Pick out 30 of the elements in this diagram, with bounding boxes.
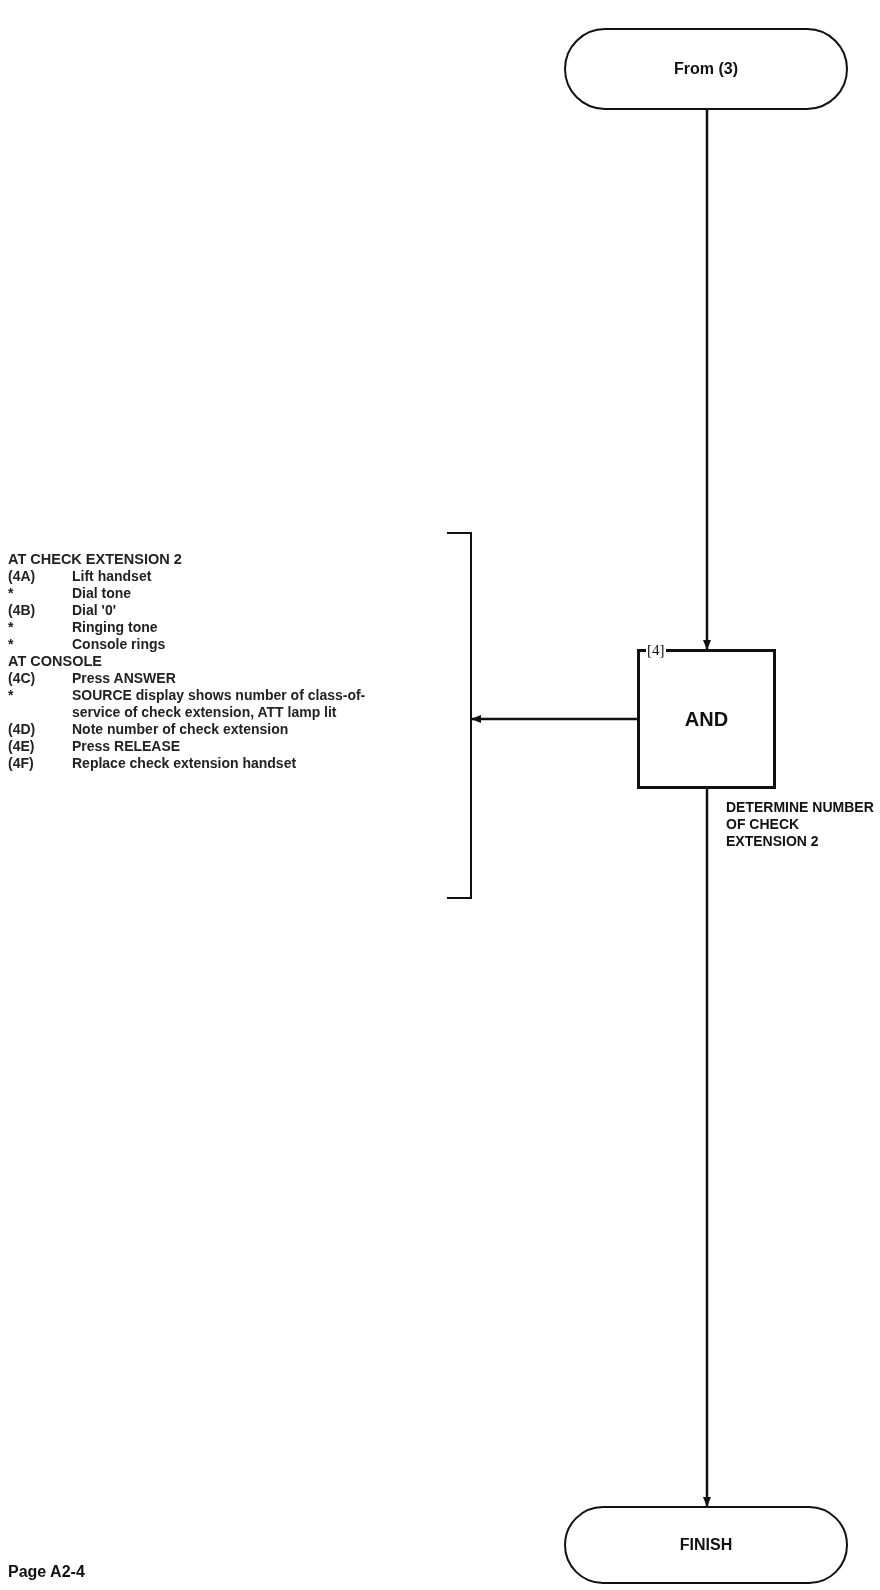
step-marker: (4D) bbox=[8, 721, 37, 738]
step-marker: (4E) bbox=[8, 738, 36, 755]
step-marker: (4F) bbox=[8, 755, 35, 772]
step-marker: * bbox=[8, 687, 15, 705]
arrow bbox=[471, 715, 637, 723]
step-marker: (4C) bbox=[8, 670, 37, 687]
step-marker: (4B) bbox=[8, 602, 37, 619]
step-marker: (4A) bbox=[8, 568, 37, 585]
step-text: Press RELEASE bbox=[72, 738, 182, 755]
step-text: Replace check extension handset bbox=[72, 755, 298, 772]
step-text: Press ANSWER bbox=[72, 670, 177, 687]
section-heading: AT CONSOLE bbox=[8, 653, 103, 670]
step-marker: * bbox=[8, 619, 15, 636]
arrow bbox=[703, 110, 711, 650]
step-marker: * bbox=[8, 636, 15, 653]
step-text: Lift handset bbox=[72, 568, 153, 585]
terminal-label: From (3) bbox=[674, 59, 738, 79]
page-number: Page A2-4 bbox=[8, 1562, 85, 1582]
step-caption: DETERMINE NUMBER OF CHECK EXTENSION 2 bbox=[726, 799, 875, 850]
step-text: SOURCE display shows number of class-of-service of check extension, ATT lamp lit bbox=[72, 687, 367, 721]
step-text: Ringing tone bbox=[72, 619, 159, 636]
step-marker: * bbox=[8, 585, 15, 602]
gate-label: AND bbox=[684, 707, 729, 732]
terminal-label: FINISH bbox=[679, 1535, 733, 1555]
step-text: Console rings bbox=[72, 636, 167, 653]
section-heading: AT CHECK EXTENSION 2 bbox=[8, 551, 183, 568]
step-text: Dial '0' bbox=[72, 602, 117, 619]
arrow bbox=[703, 789, 711, 1507]
step-text: Dial tone bbox=[72, 585, 133, 602]
step-text: Note number of check extension bbox=[72, 721, 290, 738]
